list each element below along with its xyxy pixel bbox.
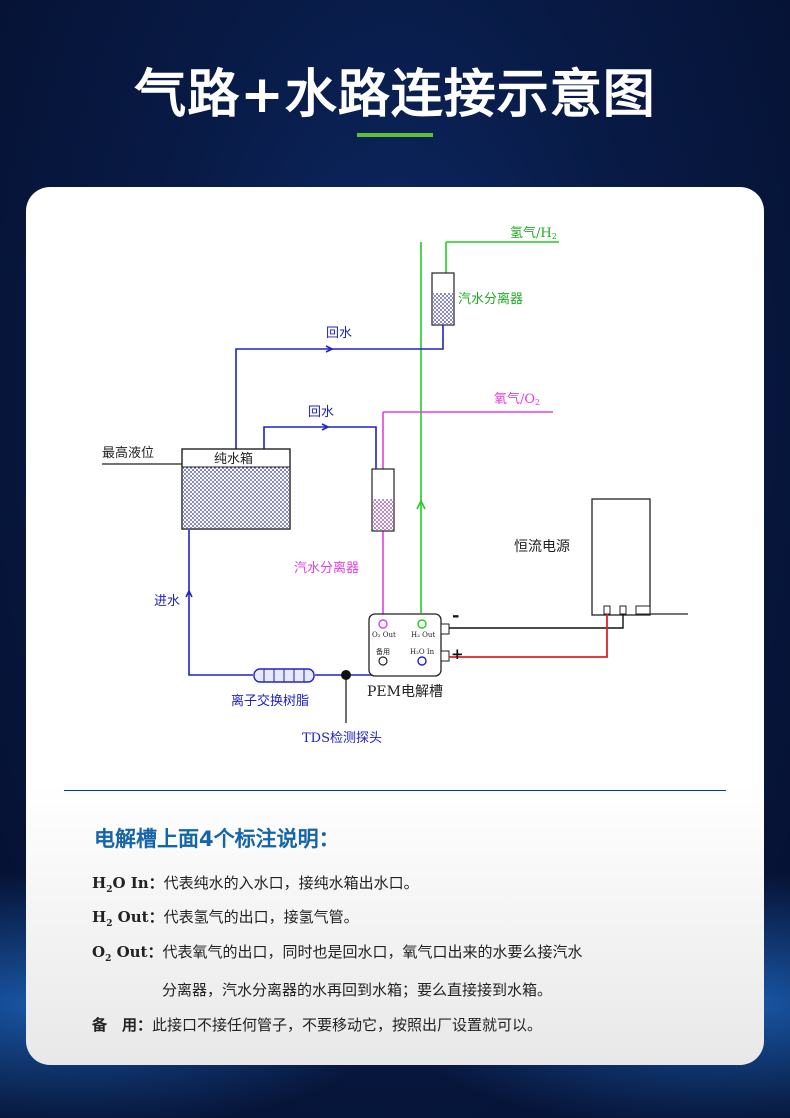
separator-left-label: 汽水分离器: [294, 560, 359, 576]
pure-water-tank: [181, 448, 291, 530]
port-h2-out-label: H₂ Out: [411, 631, 435, 639]
note-o2-out: O2 Out：代表氧气的出口，同时也是回水口，氧气口出来的水要么接汽水: [92, 942, 582, 969]
port-spare-label: 备用: [376, 647, 390, 656]
port-o2-out-label: O₂ Out: [372, 631, 396, 639]
separator-top-label: 汽水分离器: [458, 291, 523, 307]
pem-cell-label: PEM电解槽: [367, 684, 443, 700]
separator-top: [431, 272, 455, 326]
power-supply-label: 恒流电源: [514, 539, 570, 555]
note-key: H2O In：: [92, 874, 164, 895]
port-h2o-in-label: H₂O In: [410, 648, 435, 656]
note-key: H2 Out：: [92, 908, 164, 929]
minus-sign: -: [452, 605, 459, 626]
max-level-label: 最高液位: [102, 445, 154, 461]
title-underline: [357, 133, 433, 137]
note-spare: 备 用：此接口不接任何管子，不要移动它，按照出厂设置就可以。: [92, 1015, 542, 1035]
section-divider: [64, 790, 726, 791]
pure-water-tank-label: 纯水箱: [214, 451, 253, 467]
power-wires: [449, 614, 624, 658]
tds-probe: [341, 670, 351, 723]
note-o2-out-continued: 分离器，汽水分离器的水再回到水箱；要么直接接到水箱。: [162, 981, 553, 999]
notes-title: 电解槽上面4个标注说明：: [94, 827, 340, 851]
pem-cell: [368, 613, 450, 677]
note-text: 代表纯水的入水口，接纯水箱出水口。: [163, 874, 419, 892]
note-text: 代表氧气的出口，同时也是回水口，氧气口出来的水要么接汽水: [162, 943, 583, 961]
note-key: O2 Out：: [92, 943, 163, 964]
ion-exchange-resin-label: 离子交换树脂: [231, 693, 309, 709]
connection-diagram: 氢气/H2 汽水分离器 回水 氧气/O2 回水 最高液位 纯水箱 恒流电源 汽水…: [102, 225, 688, 746]
separator-left: [371, 468, 395, 532]
h2-label: 氢气/H2: [510, 225, 557, 241]
o2-label: 氧气/O2: [494, 391, 540, 407]
plus-sign: +: [451, 645, 464, 663]
inlet-water-label: 进水: [154, 594, 180, 609]
ion-exchange-resin: [253, 668, 315, 683]
return-water-lower-label: 回水: [308, 405, 334, 420]
note-key: 备 用：: [92, 1016, 153, 1034]
page-title: 气路+水路连接示意图: [134, 65, 656, 125]
return-water-upper-label: 回水: [326, 326, 352, 341]
o2-gas-line: [382, 411, 553, 624]
note-text: 代表氢气的出口，接氢气管。: [163, 908, 359, 926]
content-card: 氢气/H2 汽水分离器 回水 氧气/O2 回水 最高液位 纯水箱 恒流电源 汽水…: [26, 187, 764, 1065]
note-text: 此接口不接任何管子，不要移动它，按照出厂设置就可以。: [152, 1016, 543, 1034]
tds-probe-label: TDS检测探头: [302, 731, 382, 746]
note-h2-out: H2 Out：代表氢气的出口，接氢气管。: [92, 907, 359, 934]
note-h2o-in: H2O In：代表纯水的入水口，接纯水箱出水口。: [92, 873, 419, 900]
power-supply: [591, 498, 688, 616]
